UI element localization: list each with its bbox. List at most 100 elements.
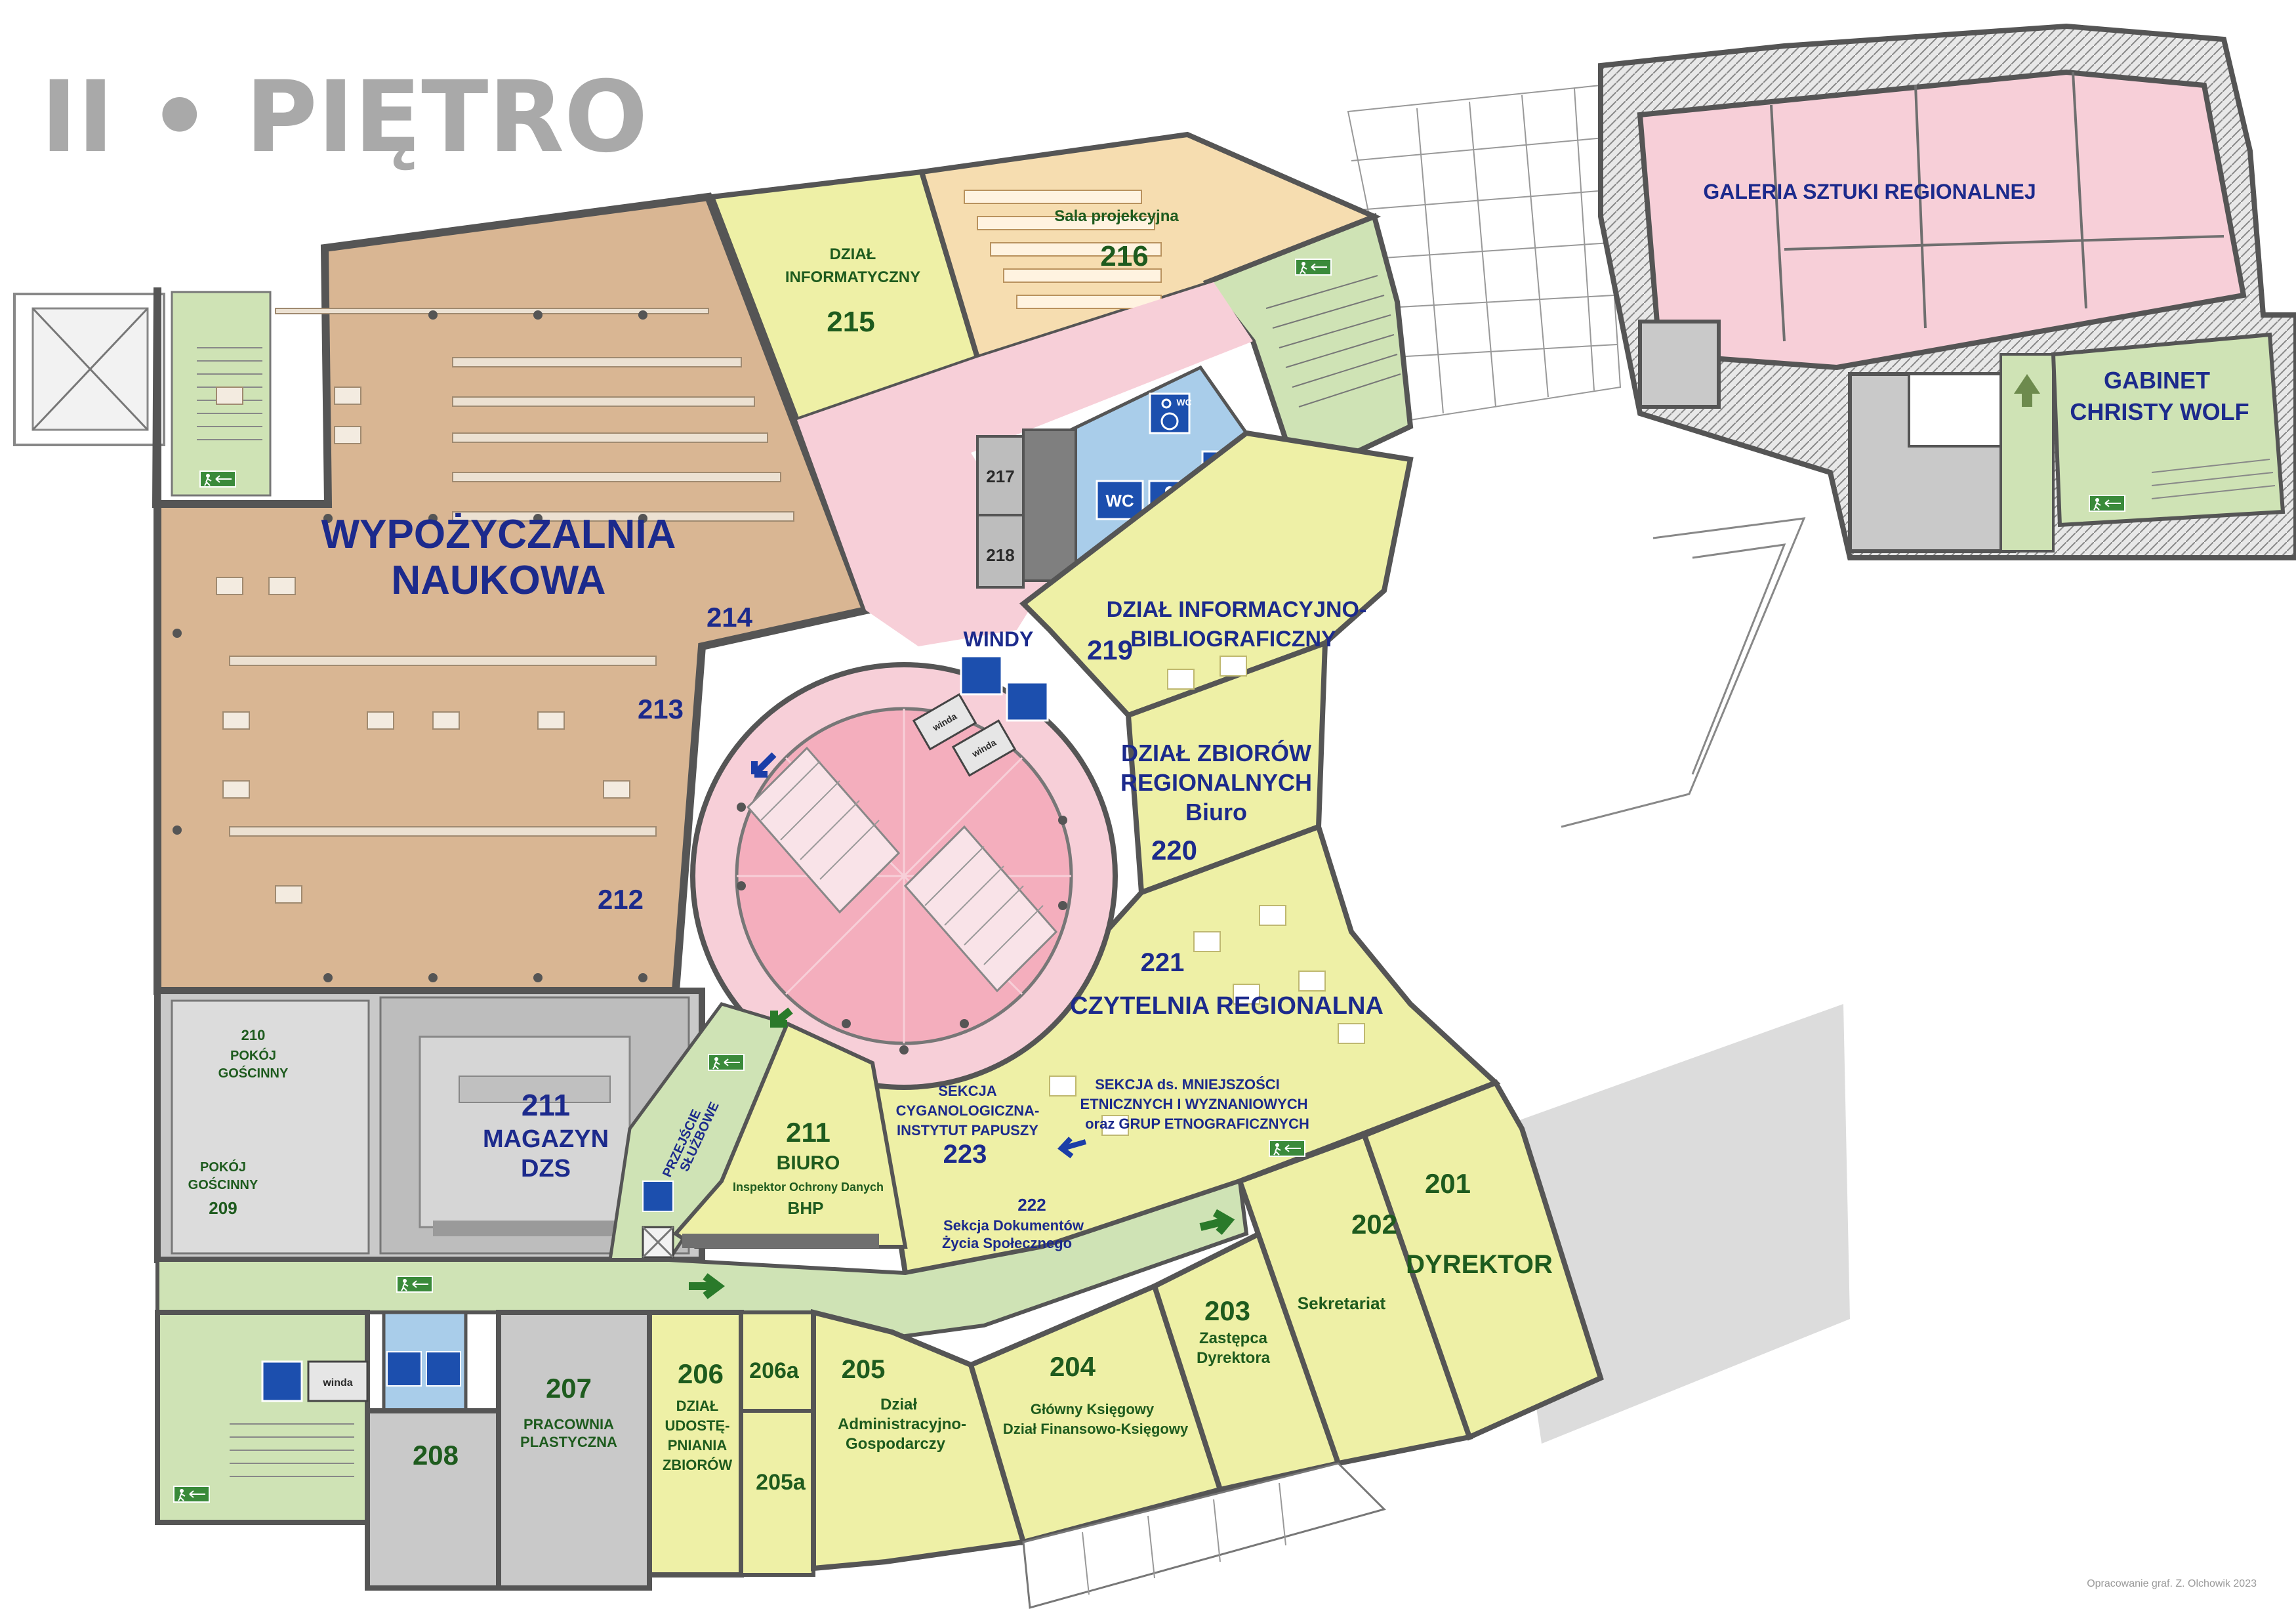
- west-wing: [154, 988, 908, 1263]
- columns: [173, 310, 1067, 1055]
- room-211-number: 211: [522, 1088, 570, 1122]
- room-206-number: 206: [678, 1358, 724, 1389]
- room-209-name: POKÓJ: [200, 1159, 246, 1175]
- room-209-number: 209: [209, 1198, 237, 1218]
- room-221-number: 221: [1141, 948, 1185, 977]
- exit-sign-icon: [199, 470, 236, 488]
- room-211b-name: BHP: [788, 1198, 824, 1218]
- hall-main[interactable]: [797, 282, 1253, 646]
- sekcja-mniejszosci-name: oraz GRUP ETNOGRAFICZNYCH: [1085, 1116, 1309, 1132]
- room-204-name: Dział Finansowo-Księgowy: [1003, 1421, 1189, 1437]
- wc-block: 217 218 WC WC WC: [976, 365, 1296, 589]
- room-203-name: Dyrektora: [1197, 1349, 1271, 1367]
- room-216-name: Sala projekcyjna: [1054, 207, 1179, 225]
- elevators-heading: WINDY: [964, 627, 1034, 651]
- room-204-number: 204: [1050, 1351, 1096, 1382]
- gabinet-name: GABINET: [2104, 367, 2210, 394]
- wc-label: WC: [1105, 491, 1134, 511]
- room-223-number: 223: [943, 1140, 987, 1169]
- room-202-name: Sekretariat: [1298, 1293, 1386, 1313]
- room-222-name: Sekcja Dokumentów: [943, 1217, 1084, 1234]
- room-207-name: PLASTYCZNA: [520, 1434, 617, 1450]
- wc-label: WC: [1176, 397, 1191, 407]
- direction-arrow-icon: [770, 1007, 793, 1028]
- room-210-name: GOŚCINNY: [218, 1065, 289, 1081]
- room-207-name: PRACOWNIA: [523, 1416, 614, 1432]
- exit-sign-icon: [173, 1486, 210, 1503]
- terrace-grid: [1347, 84, 1806, 828]
- sekcja-mniejszosci-name: SEKCJA ds. MNIEJSZOŚCI: [1095, 1076, 1280, 1093]
- room-213-number: 213: [638, 694, 684, 724]
- room-203-name: Zastępca: [1199, 1329, 1268, 1347]
- room-217-number: 217: [986, 467, 1014, 486]
- page-title: II • PIĘTRO: [41, 60, 648, 175]
- room-215-name: DZIAŁ: [830, 245, 876, 263]
- room-201-number: 201: [1425, 1168, 1471, 1199]
- room-211b-number: 211: [786, 1117, 830, 1148]
- room-222-name: Życia Społecznego: [942, 1235, 1072, 1251]
- room-206-name: ZBIORÓW: [663, 1457, 733, 1473]
- room-206a-number: 206a: [749, 1358, 800, 1383]
- direction-arrow-icon: [1199, 1209, 1235, 1235]
- room-210-number: 210: [241, 1027, 266, 1043]
- room-205-number: 205: [842, 1355, 886, 1384]
- wypozyczalnia-name: WYPOŻYCZALNIA: [321, 512, 676, 557]
- room-221-name: CZYTELNIA REGIONALNA: [1070, 992, 1384, 1020]
- reading-desks: [216, 387, 630, 904]
- galeria-name: GALERIA SZTUKI REGIONALNEJ: [1703, 180, 2036, 203]
- wypozyczalnia-name: NAUKOWA: [391, 558, 605, 603]
- exit-sign-icon: [2089, 495, 2125, 512]
- exit-sign-icon: [708, 1054, 745, 1071]
- exit-sign-icon: [1295, 259, 1332, 276]
- room-219-name: BIBLIOGRAFICZNY: [1130, 627, 1336, 652]
- room-219-name: DZIAŁ INFORMACYJNO-: [1107, 597, 1367, 622]
- external-stairwell: [13, 293, 165, 446]
- room-201-name: DYREKTOR: [1406, 1250, 1553, 1279]
- exit-sign-icon: [1269, 1140, 1305, 1157]
- room-211-name: DZS: [521, 1155, 571, 1182]
- room-206-name: DZIAŁ: [676, 1398, 719, 1414]
- room-216-number: 216: [1100, 240, 1148, 272]
- room-220-name: REGIONALNYCH: [1120, 769, 1312, 796]
- room-215-number: 215: [827, 306, 874, 338]
- room-206-name: UDOSTĘ-: [665, 1417, 730, 1434]
- room-205a-number: 205a: [756, 1470, 806, 1495]
- room-203-number: 203: [1204, 1295, 1250, 1326]
- room-210-name: POKÓJ: [230, 1047, 276, 1063]
- room-209-name: GOŚCINNY: [188, 1177, 258, 1192]
- room-211b-name: Inspektor Ochrony Danych: [733, 1181, 884, 1194]
- room-223-name: SEKCJA: [938, 1083, 996, 1099]
- room-222-number: 222: [1017, 1195, 1046, 1215]
- room-223-name: INSTYTUT PAPUSZY: [897, 1122, 1038, 1139]
- room-218-number: 218: [986, 545, 1014, 565]
- direction-arrow-icon: [689, 1273, 725, 1299]
- gabinet-name: CHRISTY WOLF: [2070, 398, 2249, 425]
- room-206-name: PNIANIA: [668, 1437, 728, 1453]
- room-215-name: INFORMATYCZNY: [785, 268, 920, 286]
- sekcja-mniejszosci-name: ETNICZNYCH I WYZNANIOWYCH: [1080, 1096, 1307, 1112]
- credit: Opracowanie graf. Z. Olchowik 2023: [2087, 1578, 2257, 1589]
- wheelchair-icon: [1006, 681, 1049, 722]
- exit-sign-icon: [396, 1276, 433, 1293]
- circular-atrium[interactable]: winda winda: [690, 662, 1118, 1090]
- room-220-number: 220: [1151, 835, 1197, 866]
- room-205-name: Administracyjno-: [838, 1415, 966, 1433]
- room-212-number: 212: [598, 884, 644, 915]
- room-219-number: 219: [1087, 635, 1133, 665]
- wc-sign: [1096, 480, 1144, 520]
- room-220-name: Biuro: [1185, 799, 1247, 825]
- room-207-number: 207: [546, 1373, 592, 1404]
- annex: [1598, 23, 2296, 560]
- projection-seats: [964, 190, 1162, 309]
- room-204-name: Główny Księgowy: [1031, 1401, 1155, 1417]
- room-223-name: CYGANOLOGICZNA-: [896, 1102, 1040, 1119]
- room-208-number: 208: [413, 1440, 459, 1471]
- room-labels: WYPOŻYCZALNIA NAUKOWA 214 213 212 DZIAŁ …: [188, 180, 2249, 1495]
- room-214-number: 214: [707, 602, 753, 633]
- elevator-icon: [960, 655, 1003, 696]
- room-211-name: MAGAZYN: [483, 1125, 609, 1153]
- bookshelves: [229, 308, 794, 837]
- room-205-name: Dział: [880, 1396, 917, 1413]
- elevator-label: winda: [322, 1377, 352, 1389]
- room-202-number: 202: [1351, 1209, 1397, 1240]
